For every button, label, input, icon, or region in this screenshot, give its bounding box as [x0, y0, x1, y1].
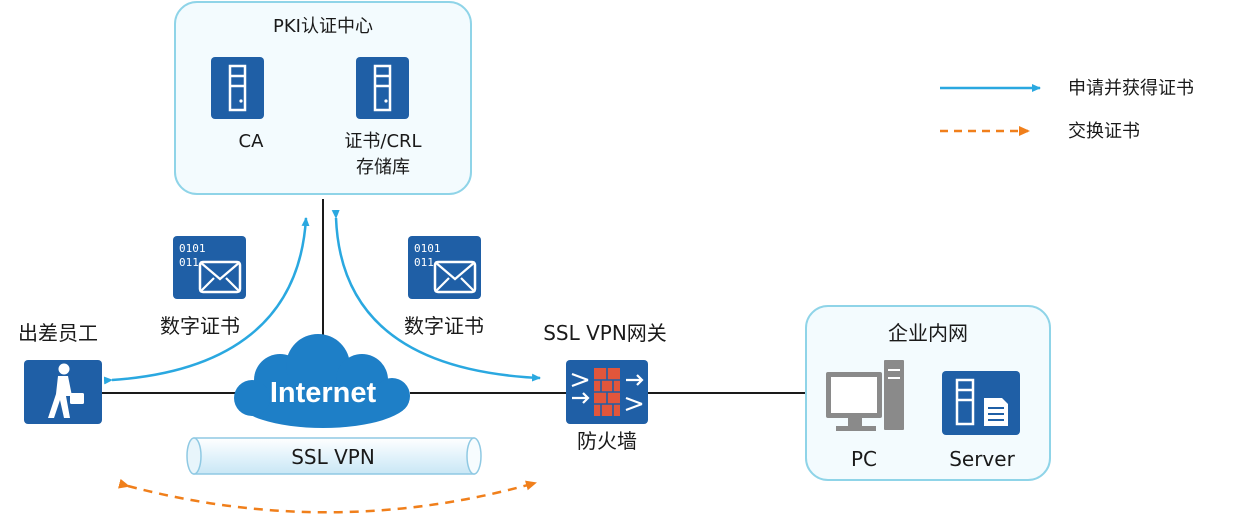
- svg-text:0101: 0101: [179, 242, 206, 255]
- employee-label: 出差员工: [18, 321, 98, 345]
- intranet-server-icon: [942, 371, 1020, 435]
- svg-text:0101: 0101: [414, 242, 441, 255]
- legend-exchange-label: 交换证书: [1068, 121, 1140, 142]
- gateway-label: SSL VPN网关: [543, 321, 667, 345]
- gateway-cert-request-arrow: [331, 209, 541, 382]
- ca-label: CA: [239, 131, 265, 152]
- server-label: Server: [949, 447, 1015, 471]
- certificate-repository-server-icon: [356, 57, 409, 119]
- svg-text:011: 011: [179, 256, 199, 269]
- intranet-panel: 企业内网 PC Server: [805, 305, 1051, 481]
- employee-cert-request-arrow: [103, 217, 310, 385]
- left-digital-certificate-label: 数字证书: [160, 314, 240, 338]
- ssl-vpn-tunnel-label: SSL VPN: [291, 445, 375, 469]
- pki-center-title: PKI认证中心: [273, 16, 373, 37]
- firewall-label: 防火墙: [577, 429, 637, 453]
- repository-label-line1: 证书/CRL: [344, 131, 421, 152]
- internet-label: Internet: [270, 377, 377, 409]
- right-digital-certificate-label: 数字证书: [404, 314, 484, 338]
- ca-server-icon: [211, 57, 264, 119]
- traveling-employee-icon: [24, 360, 102, 424]
- right-digital-certificate-icon: 0101 011: [408, 236, 481, 299]
- pc-label: PC: [851, 447, 877, 471]
- legend-apply-label: 申请并获得证书: [1068, 78, 1194, 99]
- svg-text:011: 011: [414, 256, 434, 269]
- left-digital-certificate-icon: 0101 011: [173, 236, 246, 299]
- internet-cloud-icon: [234, 334, 410, 428]
- legend: 申请并获得证书 交换证书: [940, 78, 1194, 142]
- firewall-icon: [566, 360, 648, 424]
- pki-center-panel: PKI认证中心 CA 证书/CRL 存储库: [174, 1, 472, 195]
- pc-icon: [826, 360, 904, 431]
- ssl-vpn-tunnel: [186, 437, 482, 475]
- certificate-exchange-arrow: [118, 478, 537, 514]
- intranet-title: 企业内网: [888, 321, 968, 345]
- repository-label-line2: 存储库: [356, 157, 410, 178]
